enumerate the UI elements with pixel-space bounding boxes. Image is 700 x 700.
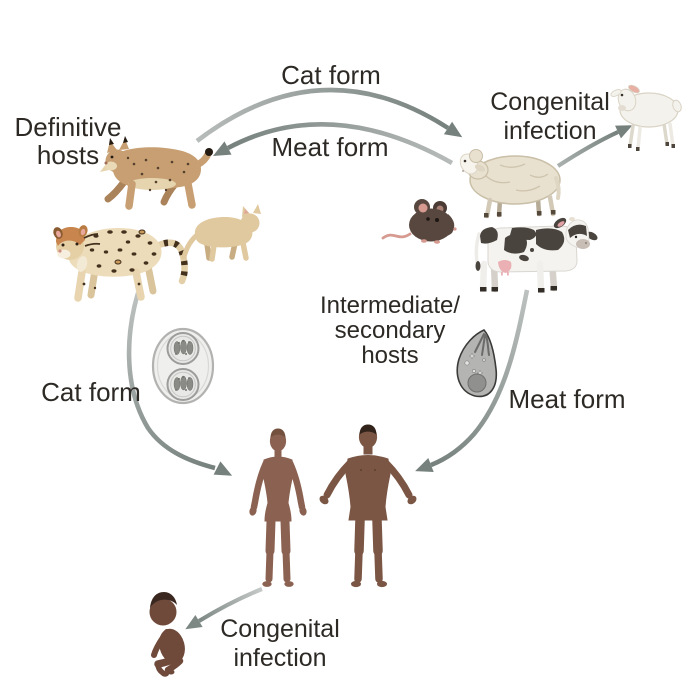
label-congenital-top-line2: infection xyxy=(503,117,597,145)
oocyst-illustration xyxy=(151,327,215,405)
sporocyst-bottom xyxy=(166,368,200,401)
label-intermediate-secondary-hosts: Intermediate/ secondary hosts xyxy=(298,293,482,368)
arrow-cat-form-to-humans xyxy=(126,292,233,476)
label-congenital-infection-bottom: Congenital infection xyxy=(210,615,350,673)
label-congenital-bottom-line2: infection xyxy=(233,644,327,672)
arrow-meat-form-top xyxy=(212,121,454,166)
label-cat-form-top: Cat form xyxy=(281,60,381,90)
baby-illustration xyxy=(149,592,185,677)
label-definitive-hosts-line1: Definitive xyxy=(14,112,122,142)
arrow-humans-to-baby xyxy=(185,587,263,630)
arrowhead-icon xyxy=(213,461,233,476)
mouse-illustration xyxy=(381,199,457,244)
cow-illustration xyxy=(474,217,598,294)
sporocyst-top xyxy=(166,332,200,365)
man-illustration xyxy=(319,424,417,588)
tachyzoite-illustration xyxy=(456,329,498,398)
arrowhead-icon xyxy=(185,614,203,630)
ocelot-illustration xyxy=(53,225,188,302)
label-congenital-top-line1: Congenital xyxy=(490,88,610,116)
label-intermediate-line1: Intermediate/ xyxy=(319,292,461,319)
arrowhead-icon xyxy=(212,141,232,156)
arrowhead-icon xyxy=(443,121,463,138)
label-intermediate-line3: hosts xyxy=(361,342,419,369)
lamb-illustration xyxy=(610,84,682,151)
sheep-illustration xyxy=(459,149,561,219)
label-congenital-bottom-line1: Congenital xyxy=(220,615,340,643)
arrow-meat-form-to-humans xyxy=(415,289,530,473)
arrow-cat-form-top xyxy=(195,87,463,143)
label-definitive-hosts-line2: hosts xyxy=(36,139,100,170)
lynx-illustration xyxy=(100,136,213,210)
label-definitive-hosts: Definitive hosts xyxy=(3,112,133,170)
label-meat-form-right: Meat form xyxy=(508,384,626,414)
woman-illustration xyxy=(249,428,307,587)
domestic-cat-illustration xyxy=(181,204,261,262)
arrow-sheep-to-lamb xyxy=(556,125,633,168)
label-cat-form-left: Cat form xyxy=(41,377,141,407)
label-congenital-infection-top: Congenital infection xyxy=(480,88,620,146)
label-meat-form-top: Meat form xyxy=(271,132,389,162)
arrowhead-icon xyxy=(415,457,434,473)
arrowhead-icon xyxy=(615,125,633,139)
label-intermediate-line2: secondary xyxy=(334,317,446,344)
